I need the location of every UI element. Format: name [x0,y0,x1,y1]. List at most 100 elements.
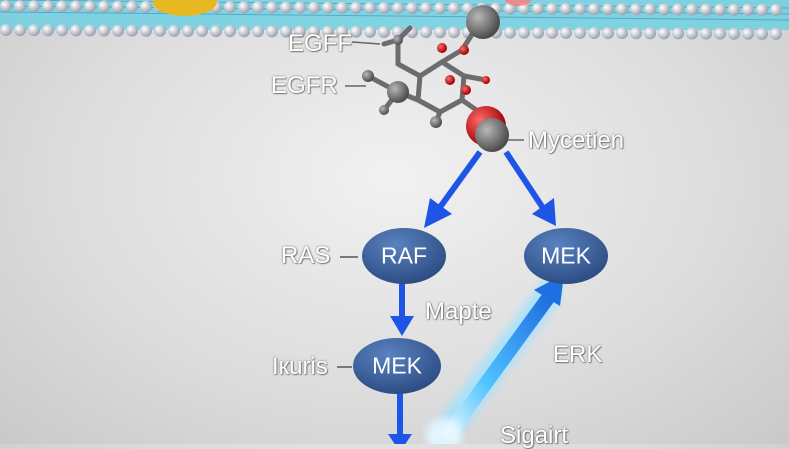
lipid-head [224,25,236,38]
arrow-left-branch [424,150,483,228]
lipid-head [14,0,26,13]
node-mek-left-shape [353,338,441,394]
lipid-head [42,24,54,37]
label-sigairt: Sigairt [500,422,569,449]
lipid-head [84,24,96,37]
lipid-head [252,1,264,14]
lipid-head [756,3,768,16]
lipid-head [742,27,754,40]
lipid-head [504,26,516,39]
lipid-head [616,3,628,16]
lipid-head [238,25,250,38]
lipid-head [56,0,68,13]
lipid-head [686,27,698,40]
lipid-head [378,25,390,38]
lipid-head [98,24,110,37]
lipid-head [518,26,530,39]
lipid-head [742,3,754,16]
lipid-head [588,3,600,16]
cell-membrane [0,0,789,40]
label-connectors [337,256,358,368]
lipid-head [672,3,684,16]
lipid-head [728,3,740,16]
molecule-structure [345,5,524,152]
lipid-head [770,3,782,16]
lipid-head [70,0,82,13]
lipid-head [0,0,12,13]
lipid-head [294,25,306,38]
lipid-head [658,27,670,40]
lipid-head [420,26,432,39]
lipid-head [546,26,558,39]
lipid-head [630,3,642,16]
lipid-head [112,24,124,37]
lipid-head [154,24,166,37]
lipid-head [14,24,26,37]
label-egfr: EGFR [271,72,338,99]
lipid-head [0,24,12,37]
lipid-head [574,26,586,39]
lipid-head [448,2,460,15]
lipid-head [126,0,138,13]
lipid-head [308,1,320,14]
lipid-head [168,24,180,37]
lipid-head [350,25,362,38]
lipid-head [532,26,544,39]
lipid-head [714,3,726,16]
lipid-head [588,27,600,40]
lipid-head [280,25,292,38]
lipid-head [448,26,460,39]
label-mapte: Mapte [425,298,492,325]
lipid-head [560,26,572,39]
lipid-head [700,27,712,40]
lipid-head [28,24,40,37]
node-raf-label: RAF [381,242,427,269]
lipid-head [658,3,670,16]
lipid-head [140,24,152,37]
lipid-head [630,27,642,40]
lipid-head [308,25,320,38]
lipid-head [182,24,194,37]
lipid-head [406,2,418,15]
lipid-head [238,1,250,14]
lipid-head [560,2,572,15]
arrow-right-branch [503,150,556,226]
label-ras: RAS [281,242,331,269]
lipid-head [378,1,390,14]
arrow-raf-to-mek [390,282,414,336]
lipid-head [434,26,446,39]
lipid-head [42,0,54,13]
lipid-head [350,1,362,14]
lipid-head [532,2,544,15]
node-mek-left-label: MEK [372,352,422,379]
lipid-head [364,25,376,38]
label-egff: EGFF [288,30,352,57]
lipid-head [224,1,236,14]
lipid-head [336,25,348,38]
lipid-head [714,27,726,40]
lipid-head [84,0,96,13]
lipid-head [364,1,376,14]
lipid-head [616,27,628,40]
lipid-head [644,3,656,16]
node-mek-right-shape [524,228,608,284]
lipid-head [602,27,614,40]
label-mycetien: Mycetien [528,127,625,154]
lipid-head [210,25,222,38]
lipid-head [546,2,558,15]
lipid-head [140,0,152,13]
lipid-head [126,24,138,37]
lipid-head [728,27,740,40]
lipid-head [672,27,684,40]
lipid-head [266,1,278,14]
lipid-head [602,3,614,16]
node-mek-right-label: MEK [541,242,591,269]
lipid-head [434,2,446,15]
lipid-head [294,1,306,14]
lipid-head [252,25,264,38]
lipid-head [98,0,110,13]
lipid-head [420,2,432,15]
lipid-head [700,3,712,16]
lipid-head [70,24,82,37]
